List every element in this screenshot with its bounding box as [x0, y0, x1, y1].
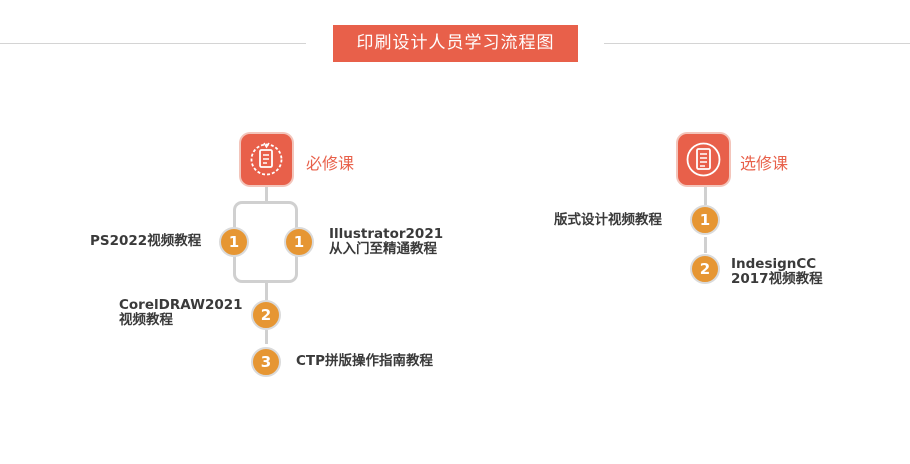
course-indesigncc[interactable]: IndesignCC 2017视频教程 — [731, 257, 823, 287]
course-indesign-line1: IndesignCC — [731, 256, 817, 272]
step-badge-ps: 1 — [219, 227, 249, 257]
course-illustrator-line1: Illustrator2021 — [329, 226, 444, 242]
document-list-icon — [678, 134, 729, 185]
header-divider-left — [0, 43, 306, 44]
page-title: 印刷设计人员学习流程图 — [333, 25, 578, 62]
elective-course-label: 选修课 — [740, 154, 789, 173]
connector-step2-step3 — [265, 330, 268, 344]
step-badge-illustrator: 1 — [284, 227, 314, 257]
step-badge-layout-design: 1 — [690, 205, 720, 235]
course-coreldraw-line2: 视频教程 — [119, 312, 173, 328]
course-ps2022[interactable]: PS2022视频教程 — [90, 233, 202, 249]
course-layout-design[interactable]: 版式设计视频教程 — [554, 212, 662, 228]
header-divider-right — [604, 43, 910, 44]
course-indesign-line2: 2017视频教程 — [731, 271, 823, 287]
connector-elective-top — [704, 187, 707, 205]
step-badge-indesign: 2 — [690, 254, 720, 284]
connector-elective-step1-step2 — [704, 237, 707, 253]
course-illustrator2021[interactable]: Illustrator2021 从入门至精通教程 — [329, 227, 443, 257]
connector-required-top — [265, 187, 268, 202]
required-course-label: 必修课 — [306, 154, 355, 173]
step-badge-ctp: 3 — [251, 347, 281, 377]
connector-bracket-bottom — [265, 280, 268, 300]
course-ctp[interactable]: CTP拼版操作指南教程 — [296, 353, 434, 369]
course-coreldraw-line1: CorelDRAW2021 — [119, 297, 243, 313]
course-coreldraw2021[interactable]: CorelDRAW2021 视频教程 — [119, 298, 243, 328]
course-illustrator-line2: 从入门至精通教程 — [329, 241, 437, 257]
step-badge-coreldraw: 2 — [251, 300, 281, 330]
book-certificate-icon — [241, 134, 292, 185]
